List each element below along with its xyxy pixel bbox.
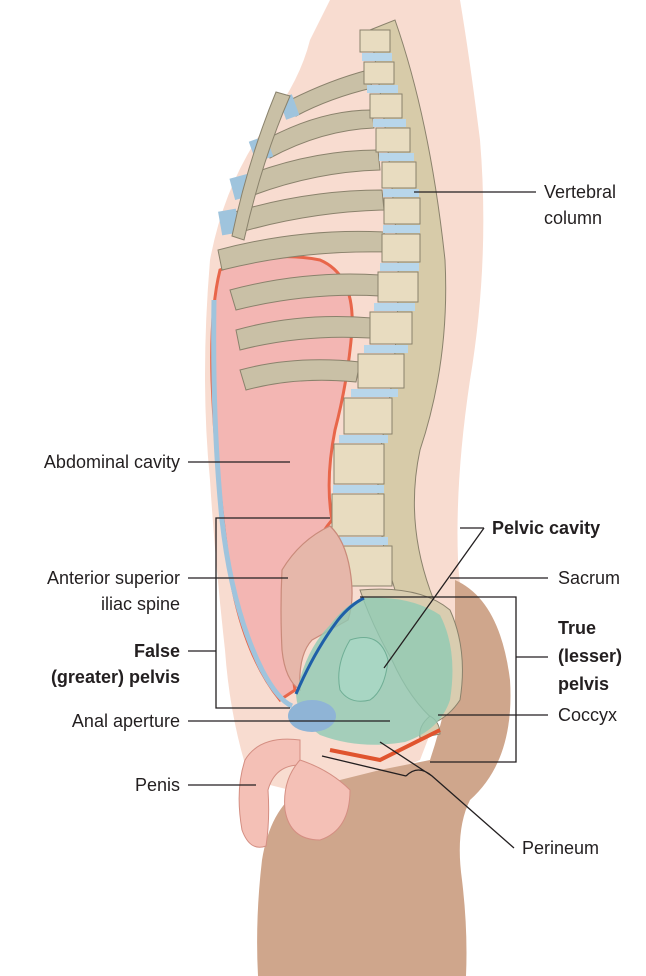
label-group: Vertebral column Abdominal cavity Pelvic…	[44, 182, 622, 858]
disc-8	[374, 303, 415, 311]
vertebra-4	[375, 127, 411, 153]
label-vertebral-column-line2: column	[544, 208, 602, 228]
sternum	[231, 91, 291, 241]
vertebra-11	[343, 397, 393, 435]
perineum-line	[329, 728, 441, 763]
label-false-pelvis-line1: False	[134, 641, 180, 661]
label-coccyx: Coccyx	[558, 705, 617, 725]
penis-shape	[238, 738, 301, 848]
true-pelvis-bracket	[360, 596, 517, 763]
label-penis: Penis	[135, 775, 180, 795]
leader-pelvic-cavity	[383, 527, 485, 669]
pelvic-brim-line	[294, 596, 365, 695]
label-true-pelvis-line1: True	[558, 618, 596, 638]
label-true-pelvis-line2: (lesser)	[558, 646, 622, 666]
leader-perineum	[321, 741, 515, 849]
vertebra-6	[383, 197, 421, 225]
disc-13	[335, 537, 388, 545]
label-iliac-spine-line2: iliac spine	[101, 594, 180, 614]
vertebra-3	[369, 93, 403, 119]
rib-2	[264, 109, 375, 159]
disc-5	[383, 189, 419, 197]
false-pelvis-bracket	[215, 517, 330, 709]
label-true-pelvis-line3: pelvis	[558, 674, 609, 694]
label-false-pelvis-line2: (greater) pelvis	[51, 667, 180, 687]
vertebra-2	[363, 61, 395, 85]
vertebra-8	[377, 271, 419, 303]
vertebra-7	[381, 233, 421, 263]
anal-aperture-shape	[288, 700, 336, 732]
anterior-abdominal-wall	[211, 299, 294, 709]
disc-10	[351, 389, 398, 397]
brackets	[215, 517, 517, 763]
disc-6	[383, 225, 420, 233]
label-pelvic-cavity: Pelvic cavity	[492, 518, 600, 538]
disc-11	[339, 435, 388, 443]
scrotum-shape	[284, 759, 351, 841]
disc-7	[380, 263, 419, 271]
disc-12	[333, 485, 384, 493]
external-genitalia	[238, 738, 351, 848]
rib-3	[239, 149, 381, 199]
label-perineum: Perineum	[522, 838, 599, 858]
vertebra-10	[357, 353, 405, 389]
disc-2	[367, 85, 398, 93]
leader-lines	[188, 191, 548, 849]
vertebra-1	[359, 29, 391, 53]
vertebra-13	[331, 493, 385, 537]
label-sacrum: Sacrum	[558, 568, 620, 588]
label-iliac-spine-line1: Anterior superior	[47, 568, 180, 588]
disc-1	[362, 53, 392, 61]
vertebra-12	[333, 443, 385, 485]
label-vertebral-column-line1: Vertebral	[544, 182, 616, 202]
label-anal-aperture: Anal aperture	[72, 711, 180, 731]
disc-4	[379, 153, 414, 161]
label-abdominal-cavity: Abdominal cavity	[44, 452, 180, 472]
lower-body	[257, 580, 511, 976]
vertebra-9	[369, 311, 413, 345]
vertebra-5	[381, 161, 417, 189]
hip-bone-inner	[338, 637, 389, 702]
disc-3	[373, 119, 406, 127]
disc-9	[364, 345, 408, 353]
intervertebral-discs	[333, 53, 420, 545]
